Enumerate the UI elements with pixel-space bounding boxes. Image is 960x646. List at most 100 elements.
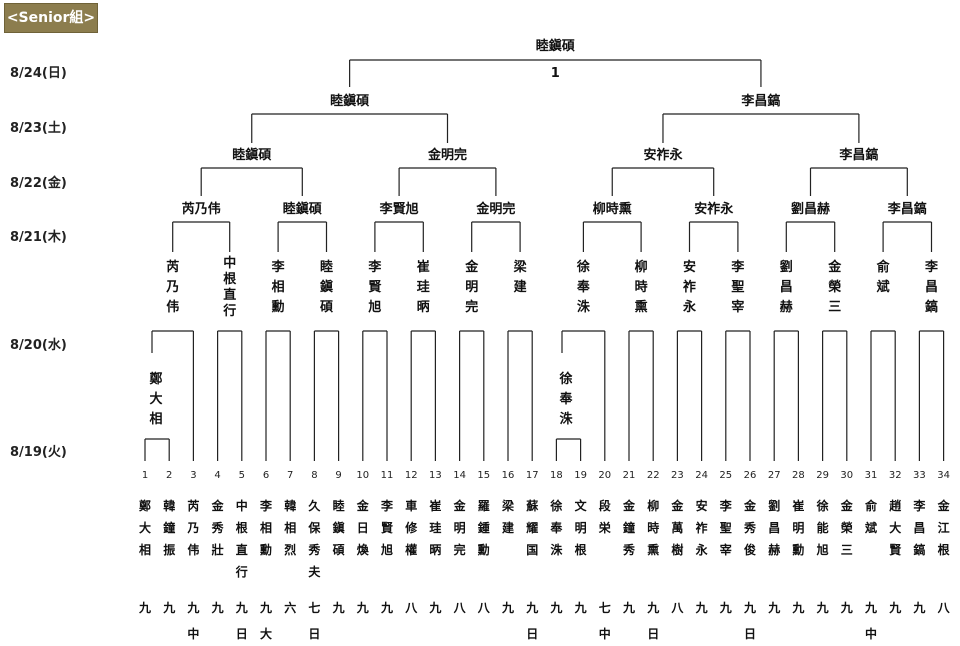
player-grade: 九 — [888, 600, 901, 615]
name-char: 昌 — [913, 521, 925, 535]
round-of-16-winner: 芮乃伟 — [182, 201, 221, 217]
name-char: 乃 — [186, 521, 199, 535]
name-char: 斌 — [876, 279, 890, 295]
name-char: 三 — [841, 543, 853, 557]
player-name: 金鐘秀 — [622, 498, 636, 557]
name-char: 直 — [236, 542, 248, 557]
round-of-32-winner: 睦鎭碩 — [320, 259, 333, 315]
name-char: 徐 — [816, 498, 829, 513]
name-char: 聖 — [731, 279, 744, 295]
final-match-number: 1 — [551, 66, 560, 81]
name-char: 旭 — [367, 299, 381, 315]
name-char: 金 — [622, 498, 636, 513]
name-char: 直 — [223, 287, 236, 303]
player-grade: 中 — [187, 626, 199, 641]
player-name: 徐奉洙 — [549, 498, 563, 557]
name-char: 鎭 — [320, 279, 333, 295]
player-grade: 七 — [599, 601, 611, 615]
round-of-32-winner: 俞斌 — [876, 259, 891, 295]
player-name: 俞斌 — [864, 498, 878, 535]
name-char: 相 — [260, 520, 272, 535]
name-char: 韓 — [163, 498, 175, 513]
player-name: 韓鐘振 — [163, 498, 175, 557]
player-number: 11 — [381, 470, 394, 481]
player-name: 李賢旭 — [380, 498, 394, 557]
name-char: 芮 — [166, 259, 179, 275]
round-of-16-winner: 劉昌赫 — [791, 201, 830, 217]
player-number: 21 — [623, 470, 636, 481]
name-char: 珪 — [417, 279, 430, 295]
name-char: 行 — [235, 564, 248, 579]
player-name: 金秀俊 — [743, 498, 757, 557]
player-number: 5 — [239, 470, 245, 481]
name-char: 羅 — [478, 499, 490, 513]
name-char: 崔 — [429, 498, 441, 513]
date-label-round-of-16: 8/21(木) — [10, 230, 67, 245]
name-char: 昞 — [417, 300, 430, 315]
name-char: 宰 — [731, 299, 744, 315]
round-of-32-winner: 徐奉洙 — [576, 259, 591, 315]
name-char: 徐 — [576, 259, 590, 275]
player-number: 18 — [550, 470, 563, 481]
name-char: 俞 — [876, 259, 891, 275]
name-char: 段 — [599, 498, 612, 513]
name-char: 李 — [259, 498, 273, 513]
player-grade: 九 — [816, 600, 829, 615]
player-grade: 九 — [501, 600, 514, 615]
player-number: 14 — [453, 470, 466, 481]
semifinal-winner: 李昌鎬 — [740, 93, 780, 109]
name-char: 秀 — [622, 542, 636, 557]
name-char: 金 — [670, 498, 684, 513]
player-name: 趙大賢 — [889, 498, 902, 557]
name-char: 金 — [840, 498, 854, 513]
round-of-32-winner: 金榮三 — [827, 259, 842, 315]
player-grade: 九 — [235, 600, 248, 615]
player-number: 34 — [937, 470, 950, 481]
player-number: 29 — [816, 470, 829, 481]
name-char: 文 — [575, 498, 588, 513]
player-name: 車修權 — [404, 498, 418, 557]
round-of-16-winner: 金明完 — [475, 201, 515, 217]
round-of-16-winner: 李昌鎬 — [887, 201, 927, 217]
player-grade: 九 — [840, 600, 853, 615]
player-number: 9 — [335, 470, 341, 481]
player-number: 20 — [598, 470, 611, 481]
champion-name: 睦鎭碩 — [536, 38, 575, 54]
name-char: 相 — [272, 279, 285, 295]
player-number: 33 — [913, 470, 926, 481]
player-grade: 九 — [646, 600, 659, 615]
name-char: 伟 — [187, 542, 199, 557]
player-number: 32 — [889, 470, 902, 481]
player-grade: 九 — [622, 600, 635, 615]
name-char: 俞 — [864, 498, 878, 513]
player-grade: 九 — [428, 600, 441, 615]
player-grade: 中 — [865, 626, 877, 641]
player-number: 1 — [142, 470, 148, 481]
round-of-16-winner: 安祚永 — [694, 201, 734, 217]
name-char: 樹 — [671, 542, 683, 557]
name-char: 建 — [501, 520, 515, 535]
name-char: 烈 — [284, 543, 296, 557]
name-char: 車 — [405, 498, 417, 513]
name-char: 奉 — [576, 279, 591, 295]
player-number: 31 — [865, 470, 878, 481]
name-char: 三 — [828, 300, 841, 315]
name-char: 根 — [938, 542, 950, 557]
quarterfinal-winner: 李昌鎬 — [838, 147, 878, 163]
player-name: 李相勳 — [259, 498, 273, 557]
name-char: 奉 — [549, 520, 563, 535]
name-char: 時 — [647, 520, 659, 535]
name-char: 旭 — [380, 542, 393, 557]
name-char: 金 — [211, 498, 225, 513]
name-char: 煥 — [357, 542, 370, 557]
name-char: 完 — [454, 542, 466, 557]
name-char: 柳 — [635, 259, 648, 275]
name-char: 鎬 — [913, 542, 925, 557]
name-char: 李 — [719, 498, 733, 513]
player-grade: 八 — [453, 601, 467, 615]
name-char: 金 — [356, 498, 370, 513]
player-grade: 大 — [260, 626, 272, 641]
player-number: 26 — [744, 470, 757, 481]
name-char: 珪 — [429, 520, 441, 535]
